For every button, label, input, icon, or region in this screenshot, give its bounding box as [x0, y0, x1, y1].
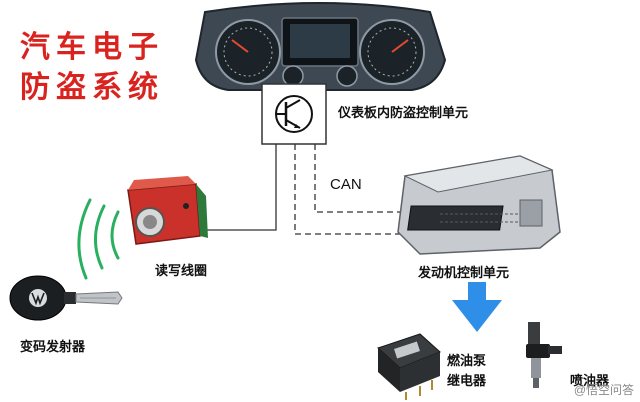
can-bus-label: CAN: [330, 176, 362, 193]
transponder-key: [9, 275, 123, 321]
instrument-cluster: [194, 2, 447, 91]
wiring: [205, 144, 410, 235]
immobilizer-module: [261, 83, 327, 145]
fuel-injector: [526, 322, 562, 388]
ecu-label: 发动机控制单元: [418, 266, 510, 281]
fuel-pump-relay: [377, 333, 441, 400]
title-line-1: 汽车电子: [20, 30, 164, 65]
fuel-pump-label-1: 燃油泵: [447, 354, 487, 369]
can-line-high: [314, 144, 410, 213]
transponder-key-label: 变码发射器: [20, 340, 86, 355]
reader-coil-label: 读写线圈: [155, 264, 208, 279]
fuel-pump-label-2: 继电器: [447, 374, 487, 389]
injector-label: 喷油器: [570, 374, 610, 389]
coil-wire: [205, 144, 277, 231]
engine-control-unit: [397, 155, 561, 255]
cluster-module-label: 仪表板内防盗控制单元: [338, 106, 469, 121]
signal-waves-icon: [77, 198, 120, 280]
down-arrow-icon: [452, 282, 502, 332]
watermark: @悟空问答: [573, 383, 634, 397]
title-line-2: 防盗系统: [20, 70, 164, 105]
reader-coil-device: [127, 176, 208, 245]
can-line-low: [294, 144, 410, 235]
